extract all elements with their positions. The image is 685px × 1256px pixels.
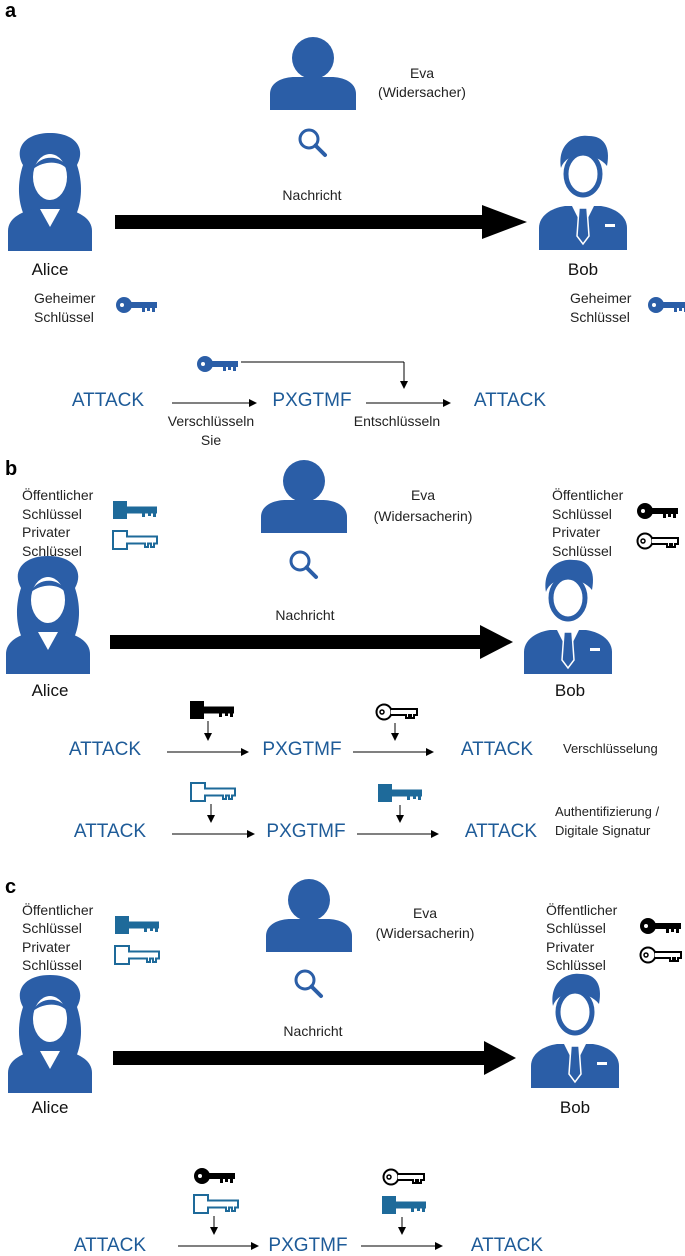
message-arrowhead <box>484 1041 516 1075</box>
magnifier-icon <box>294 969 323 998</box>
public-key-icon <box>378 784 422 802</box>
private-key-icon <box>639 946 682 964</box>
eve-person-icon <box>266 879 352 952</box>
plaintext: ATTACK <box>69 739 141 760</box>
bob-key-label: Schlüssel <box>546 920 606 936</box>
bob-key-label: Schlüssel <box>546 957 606 973</box>
encrypt-label: Verschlüsseln <box>168 413 254 429</box>
private-key-icon <box>636 532 679 550</box>
private-key-icon <box>114 945 160 965</box>
alice-key-label: Schlüssel <box>22 920 82 936</box>
alice-key-label: Öffentlicher <box>22 901 94 918</box>
bob-key-label: Privater <box>546 939 595 955</box>
alice-key-label: Geheimer <box>34 290 96 306</box>
magnifier-icon <box>298 128 327 157</box>
message-arrow <box>115 215 485 229</box>
public-key-icon <box>194 1168 235 1184</box>
eve-role: (Widersacherin) <box>376 925 475 941</box>
message-label: Nachricht <box>275 607 334 623</box>
ciphertext: PXGTMF <box>272 390 351 411</box>
public-key-icon <box>382 1196 426 1214</box>
alice-key-label: Öffentlicher <box>22 486 94 503</box>
magnifier-icon <box>289 550 318 579</box>
eve-role: (Widersacher) <box>378 84 466 100</box>
alice-key-label: Schlüssel <box>22 543 82 559</box>
eve-person-icon <box>270 37 356 110</box>
public-key-icon <box>113 501 157 519</box>
bob-key-label: Öffentlicher <box>552 486 624 503</box>
eve-label: Eva <box>410 65 434 81</box>
ciphertext: PXGTMF <box>268 1235 347 1256</box>
panel-b-letter: b <box>5 458 17 480</box>
decrypted-text: ATTACK <box>465 821 537 842</box>
message-label: Nachricht <box>283 1023 342 1039</box>
public-key-icon <box>115 916 159 934</box>
eve-role: (Widersacherin) <box>374 508 473 524</box>
secret-key-icon <box>648 297 685 313</box>
alice-person-icon <box>6 556 90 674</box>
alice-key-label: Privater <box>22 939 71 955</box>
alice-name: Alice <box>32 681 69 700</box>
panel-c-letter: c <box>5 876 16 898</box>
bob-name: Bob <box>560 1098 590 1117</box>
decrypted-text: ATTACK <box>474 390 546 411</box>
encrypt-label: Sie <box>201 432 221 448</box>
alice-person-icon <box>8 975 92 1093</box>
bob-key-label: Schlüssel <box>552 506 612 522</box>
message-arrowhead <box>480 625 513 659</box>
alice-key-label: Schlüssel <box>22 506 82 522</box>
private-key-icon <box>375 703 418 721</box>
public-key-icon <box>640 918 681 934</box>
message-label: Nachricht <box>282 187 341 203</box>
public-key-icon <box>637 503 678 519</box>
plaintext: ATTACK <box>74 1235 146 1256</box>
private-key-icon <box>112 530 158 550</box>
eve-person-icon <box>261 460 347 533</box>
secret-key-icon <box>197 356 238 372</box>
message-arrow <box>110 635 482 649</box>
bob-name: Bob <box>555 681 585 700</box>
alice-key-label: Privater <box>22 524 71 540</box>
panel-a-letter: a <box>5 0 17 22</box>
alice-name: Alice <box>32 1098 69 1117</box>
decrypted-text: ATTACK <box>461 739 533 760</box>
signature-caption: Digitale Signatur <box>555 823 651 838</box>
decrypt-label: Entschlüsseln <box>354 413 440 429</box>
decrypted-text: ATTACK <box>471 1235 543 1256</box>
eve-label: Eva <box>411 487 435 503</box>
alice-key-label: Schlüssel <box>22 957 82 973</box>
eve-label: Eva <box>413 905 437 921</box>
bob-name: Bob <box>568 260 598 279</box>
bob-key-label: Geheimer <box>570 290 632 306</box>
private-key-icon <box>382 1168 425 1186</box>
alice-person-icon <box>8 133 92 251</box>
plaintext: ATTACK <box>72 390 144 411</box>
alice-key-label: Schlüssel <box>34 309 94 325</box>
message-arrowhead <box>482 205 527 239</box>
message-arrow <box>113 1051 487 1065</box>
secret-key-icon <box>116 297 157 313</box>
bob-person-icon <box>524 560 612 674</box>
ciphertext: PXGTMF <box>262 739 341 760</box>
bob-key-label: Schlüssel <box>552 543 612 559</box>
bob-person-icon <box>539 136 627 250</box>
alice-name: Alice <box>32 260 69 279</box>
private-key-icon <box>193 1194 239 1214</box>
bob-key-label: Privater <box>552 524 601 540</box>
signature-caption: Authentifizierung / <box>555 804 659 819</box>
bob-key-label: Schlüssel <box>570 309 630 325</box>
encryption-caption: Verschlüsselung <box>563 741 658 756</box>
bob-key-label: Öffentlicher <box>546 901 618 918</box>
bob-person-icon <box>531 974 619 1088</box>
plaintext: ATTACK <box>74 821 146 842</box>
private-key-icon <box>190 782 236 802</box>
ciphertext: PXGTMF <box>266 821 345 842</box>
public-key-icon <box>190 701 234 719</box>
